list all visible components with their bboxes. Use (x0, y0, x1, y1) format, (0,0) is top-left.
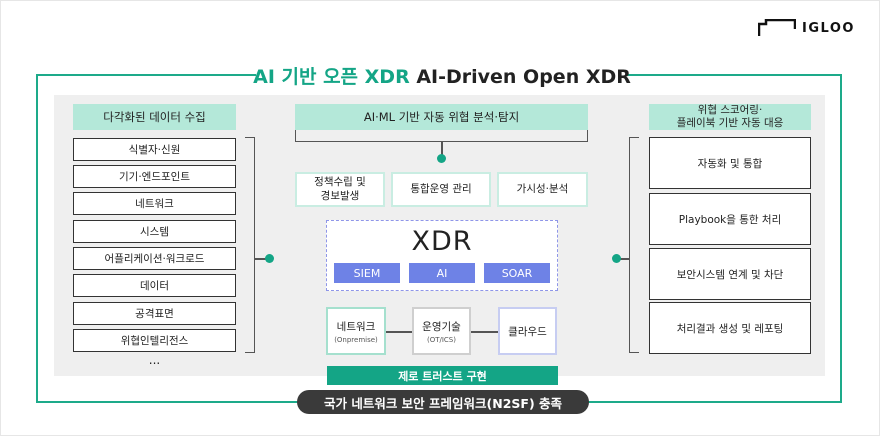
left-bracket (245, 137, 255, 353)
igloo-logo-icon (758, 19, 796, 36)
infra-connector (471, 331, 498, 333)
soar-module: SOAR (484, 263, 550, 283)
integrated-ops-box: 통합운영 관리 (391, 172, 491, 207)
right-connector (616, 258, 630, 260)
right-bracket (629, 137, 639, 353)
infra-sublabel: (Onpremise) (334, 335, 378, 344)
infra-sublabel: (OT/ICS) (426, 335, 456, 344)
response-item: Playbook을 통한 처리 (649, 193, 811, 245)
left-connector (255, 258, 269, 260)
ot-ics-box: 운영기술 (OT/ICS) (412, 307, 471, 355)
title-accent: AI 기반 오픈 XDR (253, 65, 410, 88)
cloud-box: 클라우드 (498, 307, 557, 355)
collection-item: 공격표면 (73, 302, 236, 325)
collection-item: 기기·엔드포인트 (73, 165, 236, 188)
infra-label: 네트워크 (336, 320, 376, 333)
network-onpremise-box: 네트워크 (Onpremise) (326, 307, 386, 355)
n2sf-compliance-badge: 국가 네트워크 보안 프레임워크(N2SF) 충족 (297, 390, 589, 414)
title-rest: AI-Driven Open XDR (416, 65, 631, 88)
center-connector-dot (437, 154, 446, 163)
more-items-ellipsis: ... (148, 353, 161, 367)
data-collection-header: 다각화된 데이터 수집 (73, 104, 236, 130)
infra-label: 운영기술 (422, 320, 461, 333)
ai-detection-header: AI·ML 기반 자동 위협 분석·탐지 (295, 104, 588, 130)
response-item: 자동화 및 통합 (649, 137, 811, 189)
policy-alert-box: 정책수립 및 경보발생 (295, 172, 385, 207)
ai-module: AI (409, 263, 475, 283)
brand-logo: IGLOO (758, 19, 855, 37)
response-item: 보안시스템 연계 및 차단 (649, 248, 811, 300)
center-connector (441, 142, 443, 156)
collection-item: 데이터 (73, 274, 236, 297)
left-connector-dot (265, 254, 274, 263)
collection-item: 네트워크 (73, 192, 236, 215)
response-item: 처리결과 생성 및 레포팅 (649, 302, 811, 354)
collection-item: 식별자·신원 (73, 138, 236, 161)
collection-item: 어플리케이션·워크로드 (73, 247, 236, 270)
siem-module: SIEM (334, 263, 400, 283)
response-header: 위협 스코어링· 플레이북 기반 자동 대응 (649, 104, 811, 130)
brand-name: IGLOO (802, 20, 855, 36)
center-bracket (295, 130, 588, 142)
visibility-analysis-box: 가시성·분석 (497, 172, 588, 207)
infra-label: 클라우드 (508, 325, 547, 338)
infra-connector (386, 331, 412, 333)
zero-trust-bar: 제로 트러스트 구현 (327, 366, 558, 385)
right-connector-dot (612, 254, 621, 263)
collection-item: 위협인텔리전스 (73, 329, 236, 352)
xdr-title: XDR (411, 226, 473, 257)
collection-item: 시스템 (73, 220, 236, 243)
diagram-title: AI 기반 오픈 XDR AI-Driven Open XDR (253, 62, 631, 88)
